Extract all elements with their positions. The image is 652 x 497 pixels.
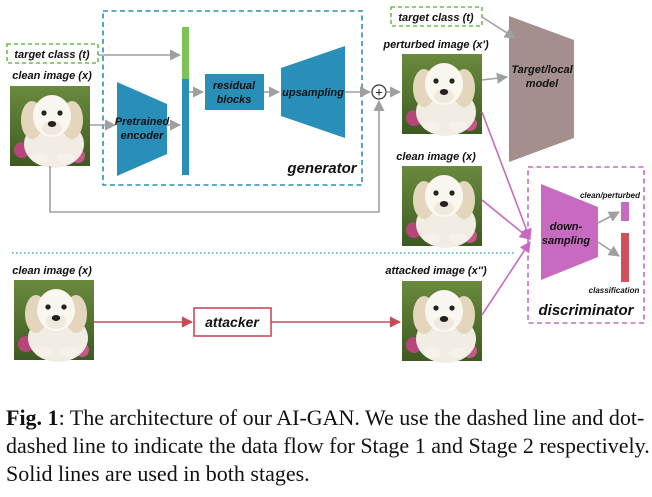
target-class-box-left [6,43,99,64]
perturbed-image [402,54,482,136]
generator-box [102,10,363,186]
clean-image-top [10,86,90,168]
target-class-label-left: target class (t) [14,49,90,61]
target-model [509,16,574,162]
pretrained-encoder-label-1: Pretrained [115,116,170,128]
clean-image-label-bottom: clean image (x) [12,265,92,277]
attacker-label: attacker [205,314,260,330]
architecture-diagram: target class (t) clean image (x) Pretrai… [6,6,645,363]
classification-label: classification [589,286,640,295]
residual-blocks-label-1: residual [213,80,256,92]
attacked-image-label: attacked image (x'') [385,265,487,277]
pretrained-encoder-label-2: encoder [121,130,165,142]
perturbed-image-label: perturbed image (x') [382,39,489,51]
clean-image-label-mid: clean image (x) [396,151,476,163]
attacked-image [402,281,482,363]
generator-flow-lines [49,49,402,213]
clean-perturbed-label: clean/perturbed [580,191,641,200]
upsampling [281,46,345,138]
down-sampling-label-1: down- [550,221,583,233]
residual-blocks [205,74,264,110]
discriminator-label: discriminator [538,302,634,319]
pretrained-encoder [117,82,167,176]
discriminator-flow-lines [481,111,620,316]
target-model-label-1: Target/local [511,64,573,76]
residual-blocks-label-2: blocks [217,94,252,106]
feature-bar-blue [182,79,189,175]
target-model-label-2: model [526,78,559,90]
attacker-box [193,307,272,337]
down-sampling-label-2: sampling [542,235,591,247]
figure-caption-text: : The architecture of our AI-GAN. We use… [6,405,650,486]
target-class-label-right: target class (t) [398,12,474,24]
clean-image-label-top: clean image (x) [12,70,92,82]
down-sampling [541,184,598,280]
clean-image-mid [402,166,482,248]
figure-caption: Fig. 1: The architecture of our AI-GAN. … [6,404,650,488]
figure-caption-label: Fig. 1 [6,405,59,430]
output-bar-clean-perturbed [621,202,629,221]
target-model-flow-lines [481,16,516,84]
upsampling-label: upsampling [282,87,344,99]
generator-label: generator [286,160,357,177]
output-bar-classification [621,233,629,282]
feature-bar-green [182,27,189,79]
clean-image-bottom [14,280,94,362]
plus-sign: + [375,85,383,100]
target-class-box-right [390,6,483,27]
